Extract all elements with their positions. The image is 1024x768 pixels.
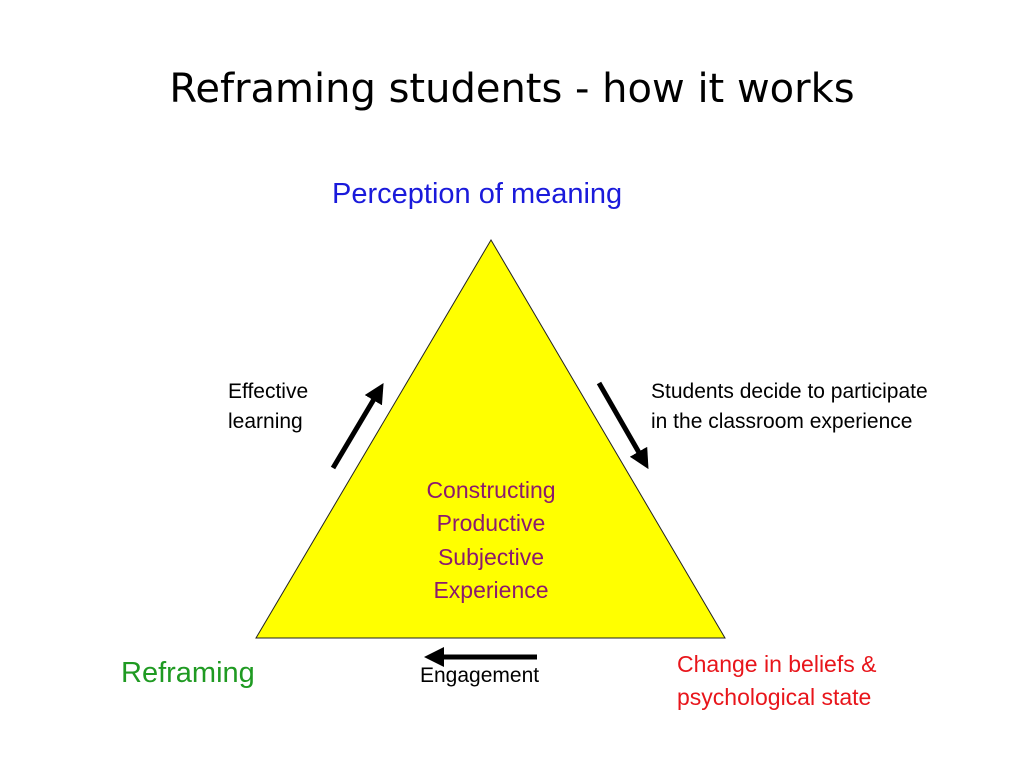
right-vertex-label-line: psychological state [677, 684, 872, 711]
right-edge-label: Students decide to participate in the cl… [651, 377, 928, 438]
top-vertex-label: Perception of meaning [332, 178, 623, 210]
right-edge-arrow-icon [596, 381, 649, 470]
left-edge-label-line: Effective [228, 380, 309, 403]
left-edge-arrow-icon [330, 382, 384, 470]
yellow-triangle [255, 239, 726, 639]
center-label-line: Constructing [426, 477, 556, 503]
center-label-line: Subjective [437, 543, 545, 570]
left-edge-label: Effective learning [228, 377, 308, 438]
right-edge-label-line: in the classroom experience [651, 410, 913, 434]
left-vertex-label: Reframing [121, 657, 255, 689]
center-label-line: Productive [436, 510, 546, 537]
right-vertex-label-line: Change in beliefs & [677, 651, 877, 677]
center-label-line: Experience [433, 577, 549, 604]
left-edge-label-line: learning [228, 410, 303, 434]
center-label: Constructing Productive Subjective Exper… [400, 474, 582, 607]
right-edge-label-line: Students decide to participate [651, 380, 928, 403]
right-vertex-label: Change in beliefs & psychological state [677, 648, 876, 715]
bottom-edge-label: Engagement [420, 664, 540, 687]
slide-title: Reframing students - how it works [169, 66, 855, 112]
